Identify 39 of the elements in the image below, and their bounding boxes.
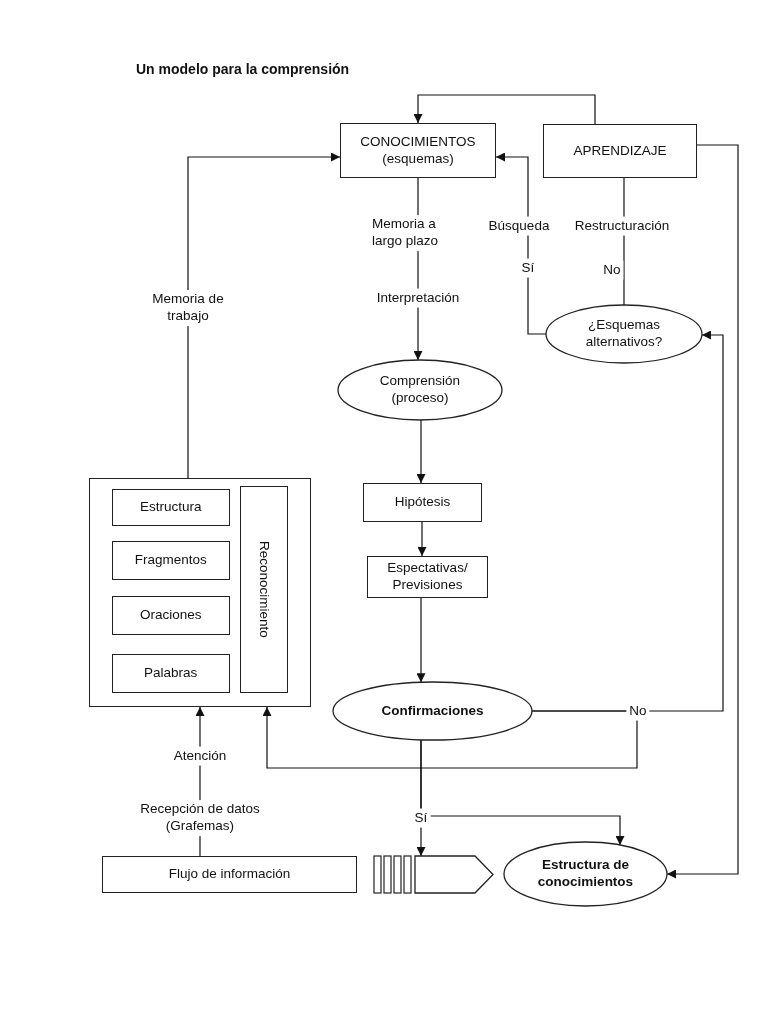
group-box bbox=[89, 478, 311, 707]
flow-arrow-shape bbox=[415, 856, 493, 893]
connector-arrow bbox=[416, 597, 426, 683]
node-text: Estructura bbox=[138, 498, 203, 516]
process-box bbox=[111, 595, 230, 635]
node-text: Comprensión (proceso) bbox=[378, 373, 462, 407]
node-text: APRENDIZAJE bbox=[572, 142, 668, 160]
process-box bbox=[340, 123, 496, 178]
node-text: Hipótesis bbox=[393, 494, 452, 511]
process-ellipse bbox=[504, 842, 667, 906]
node-text: Confirmaciones bbox=[380, 702, 485, 720]
process-ellipse bbox=[338, 360, 502, 420]
connector-arrow bbox=[666, 144, 739, 879]
process-box bbox=[363, 483, 482, 522]
connector-arrow bbox=[495, 152, 547, 335]
connector-arrow bbox=[262, 706, 638, 769]
node-text: Reconocimiento bbox=[256, 540, 274, 638]
connector-arrow bbox=[413, 94, 596, 125]
node-text: CONOCIMIENTOS (esquemas) bbox=[359, 133, 477, 168]
process-ellipse bbox=[333, 682, 532, 740]
node-text: Fragmentos bbox=[133, 551, 208, 569]
node-text: Oraciones bbox=[138, 606, 203, 624]
process-ellipse bbox=[546, 305, 702, 363]
node-text: Estructura de conocimientos bbox=[536, 857, 635, 891]
connector-arrow bbox=[187, 152, 341, 479]
process-box bbox=[367, 556, 488, 598]
node-text: Flujo de información bbox=[167, 866, 292, 883]
connector-arrow bbox=[416, 419, 426, 484]
connector-arrow bbox=[417, 521, 427, 557]
process-box bbox=[239, 485, 288, 693]
process-box bbox=[102, 856, 357, 893]
process-box bbox=[111, 653, 230, 693]
process-box bbox=[543, 124, 697, 178]
node-text: ¿Esquemas alternativos? bbox=[584, 317, 664, 351]
node-text: Espectativas/ Previsiones bbox=[386, 560, 469, 594]
process-box bbox=[111, 540, 230, 580]
node-text: Palabras bbox=[143, 664, 199, 682]
connector-arrow bbox=[420, 739, 625, 846]
process-box bbox=[111, 488, 230, 526]
